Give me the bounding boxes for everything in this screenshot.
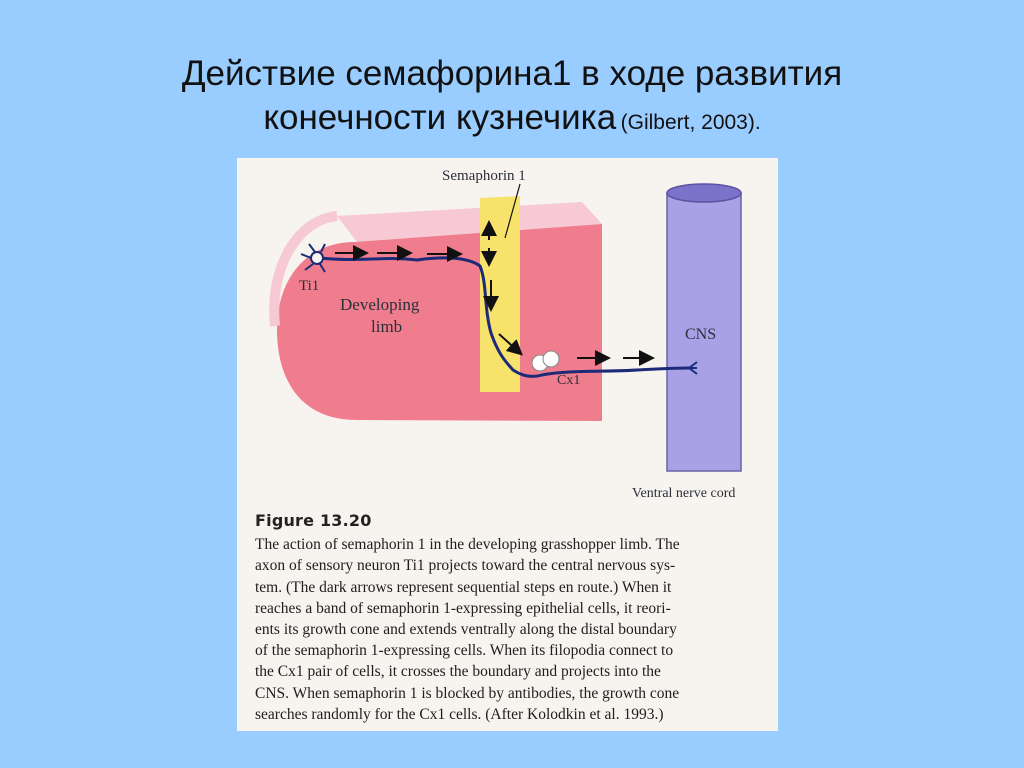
caption-line: axon of sensory neuron Ti1 projects towa…: [255, 557, 676, 575]
label-ventral-nerve-cord: Ventral nerve cord: [632, 486, 735, 501]
label-developing: Developing: [340, 295, 420, 314]
caption-line: searches randomly for the Cx1 cells. (Af…: [255, 705, 664, 723]
semaphorin-pointer: [504, 183, 521, 239]
label-limb: limb: [371, 317, 402, 336]
caption-heading: Figure 13.20: [255, 511, 372, 530]
label-ti1: Ti1: [299, 278, 319, 294]
caption-line: of the semaphorin 1-expressing cells. Wh…: [255, 642, 674, 660]
citation: (Gilbert, 2003).: [620, 111, 761, 134]
label-cx1: Cx1: [557, 373, 580, 388]
limb-body: [277, 224, 602, 421]
axon-path: [319, 256, 690, 378]
caption-line: ents its growth cone and extends ventral…: [255, 621, 677, 639]
caption-line: The action of semaphorin 1 in the develo…: [255, 536, 680, 554]
route-arrows: [335, 220, 655, 366]
label-cns: CNS: [685, 326, 716, 343]
cx1-cell-2: [542, 350, 560, 368]
caption-line: reaches a band of semaphorin 1-expressin…: [255, 599, 671, 617]
limb-tip-edge: [269, 211, 338, 327]
ti1-neuron: [300, 243, 326, 273]
title-line-1: Действие семафорина1 в ходе развития: [181, 54, 843, 93]
textbook-figure: Semaphorin 1 Ti1 Developing limb Cx1 CNS…: [237, 158, 778, 731]
cns-top: [666, 183, 742, 203]
figure-caption: Figure 13.20 The action of semaphorin 1 …: [255, 510, 770, 725]
caption-line: CNS. When semaphorin 1 is blocked by ant…: [255, 684, 680, 702]
growth-cone: [688, 361, 698, 375]
caption-line: tem. (The dark arrows represent sequenti…: [255, 578, 672, 596]
label-semaphorin: Semaphorin 1: [442, 168, 526, 184]
cns-cylinder: [666, 192, 742, 472]
limb-diagram: Semaphorin 1 Ti1 Developing limb Cx1 CNS…: [269, 168, 742, 501]
title-line-2: конечности кузнечика: [263, 98, 617, 137]
caption-line: the Cx1 pair of cells, it crosses the bo…: [255, 663, 661, 681]
slide-title: Действие семафорина1 в ходе развития кон…: [0, 52, 1024, 147]
limb-top-surface: [337, 202, 602, 242]
